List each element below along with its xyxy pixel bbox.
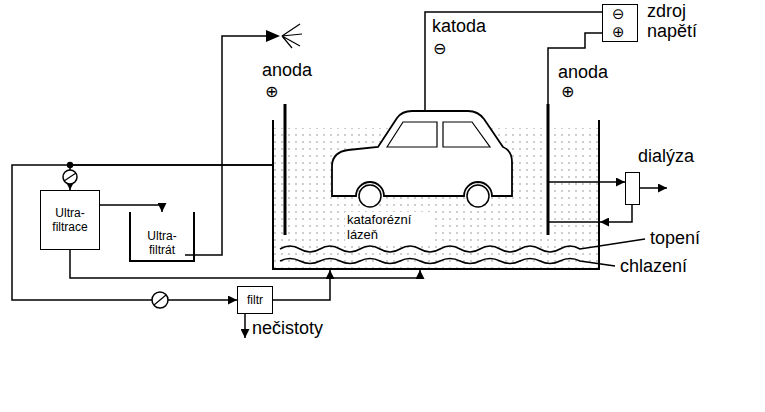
pipe-connector bbox=[70, 165, 272, 190]
cathode-wire bbox=[425, 12, 602, 111]
dialysis-unit: dialýza bbox=[625, 172, 640, 205]
filter-box: filtr bbox=[237, 286, 273, 314]
rinse-pipe bbox=[185, 36, 268, 255]
spray-nozzle bbox=[266, 30, 280, 42]
car-window bbox=[387, 122, 490, 147]
anode-label: anoda bbox=[262, 60, 312, 81]
heating-label: topení bbox=[650, 228, 700, 249]
node-text: filtr bbox=[241, 293, 269, 307]
pump-symbol bbox=[152, 292, 168, 308]
cooling-label: chlazení bbox=[620, 256, 687, 277]
bath-outline bbox=[272, 120, 600, 270]
node-text: Ultra- filtrát bbox=[133, 229, 191, 257]
pipe-connector bbox=[12, 165, 272, 300]
pump-symbol bbox=[154, 295, 166, 305]
spray-jets bbox=[282, 24, 302, 48]
power-source: ⊖⊕zdroj napětí bbox=[602, 4, 638, 42]
dialysis-outlet bbox=[640, 187, 667, 189]
car-body bbox=[332, 111, 512, 196]
anode-plate bbox=[284, 104, 287, 235]
cataphoretic-bath: kataforézní lázeň bbox=[272, 120, 600, 270]
pump-symbol bbox=[64, 173, 76, 181]
pipe-connector bbox=[600, 205, 632, 222]
node-text: zdroj napětí bbox=[647, 1, 719, 41]
polarity-sign: ⊖ bbox=[433, 40, 446, 58]
junction-dot bbox=[67, 162, 73, 168]
impurities-label: nečistoty bbox=[252, 318, 323, 339]
pipe-connector bbox=[100, 205, 162, 212]
pipe-connector bbox=[273, 270, 330, 300]
ultrafiltration-unit: Ultra- filtrace bbox=[40, 190, 100, 250]
polarity-sign: ⊕ bbox=[265, 83, 278, 101]
anode-label: anoda bbox=[558, 62, 608, 83]
cooling-coil bbox=[280, 259, 615, 267]
pump-symbol bbox=[63, 170, 77, 184]
car-wheel bbox=[467, 185, 489, 207]
impurities-outlet bbox=[244, 314, 246, 338]
anode-plate bbox=[547, 104, 550, 235]
car-wheel bbox=[359, 185, 381, 207]
cathode-label: katoda bbox=[432, 16, 486, 37]
ultrafiltrate-tank: Ultra- filtrát bbox=[129, 212, 195, 262]
bath-wall bbox=[273, 120, 599, 269]
pipe-connector bbox=[70, 250, 420, 278]
polarity-sign: ⊕ bbox=[561, 83, 574, 101]
pipe-connector bbox=[600, 181, 625, 183]
node-text: dialýza bbox=[638, 146, 694, 167]
node-text: kataforézní lázeň bbox=[345, 212, 433, 242]
tank-wall bbox=[130, 212, 194, 261]
node-text: ⊕ bbox=[612, 24, 625, 40]
node-text: ⊖ bbox=[612, 6, 625, 22]
node-text: Ultra- filtrace bbox=[44, 206, 96, 234]
dialysis-pipe bbox=[548, 221, 600, 223]
heating-coil bbox=[280, 239, 645, 252]
dialysis-pipe bbox=[548, 181, 600, 183]
